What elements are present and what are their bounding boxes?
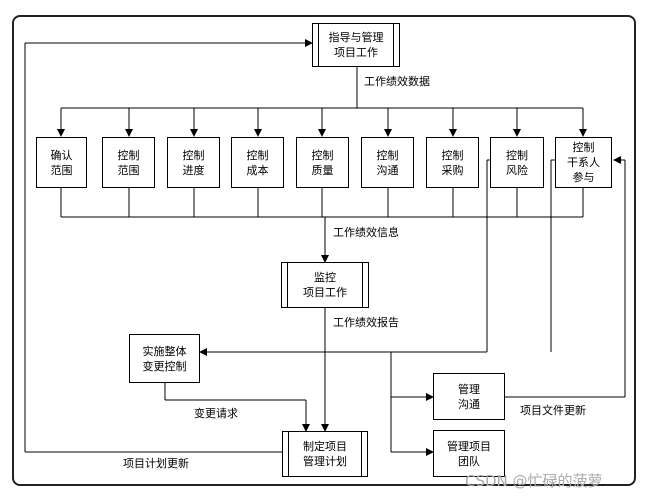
control-communications-node: 控制 沟通 bbox=[361, 137, 414, 188]
control-procurements-node: 控制 采购 bbox=[426, 137, 479, 188]
develop-project-plan-node: 制定项目 管理计划 bbox=[282, 431, 368, 477]
control-quality-node: 控制 质量 bbox=[296, 137, 349, 188]
control-schedule-node: 控制 进度 bbox=[167, 137, 220, 188]
diagram-frame bbox=[12, 15, 636, 486]
manage-communications-node: 管理 沟通 bbox=[433, 373, 505, 420]
validate-scope-node: 确认 范围 bbox=[36, 137, 87, 188]
work-performance-report-label: 工作绩效报告 bbox=[333, 316, 399, 329]
control-stakeholder-engagement-node: 控制 干系人 参与 bbox=[555, 137, 612, 188]
control-risks-node: 控制 风险 bbox=[490, 137, 544, 188]
project-plan-update-label: 项目计划更新 bbox=[123, 457, 189, 470]
project-docs-update-label: 项目文件更新 bbox=[520, 404, 586, 417]
direct-manage-project-work-node: 指导与管理 项目工作 bbox=[312, 23, 400, 67]
change-request-label: 变更请求 bbox=[194, 407, 238, 420]
work-performance-data-label: 工作绩效数据 bbox=[364, 75, 430, 88]
manage-project-team-node: 管理项目 团队 bbox=[433, 430, 505, 477]
control-scope-node: 控制 范围 bbox=[102, 137, 155, 188]
integrated-change-control-node: 实施整体 变更控制 bbox=[129, 334, 200, 383]
monitor-control-project-work-node: 监控 项目工作 bbox=[281, 262, 369, 308]
work-performance-info-label: 工作绩效信息 bbox=[333, 226, 399, 239]
control-cost-node: 控制 成本 bbox=[231, 137, 284, 188]
csdn-watermark: CSDN @忙碌的菠萝 bbox=[465, 472, 603, 490]
